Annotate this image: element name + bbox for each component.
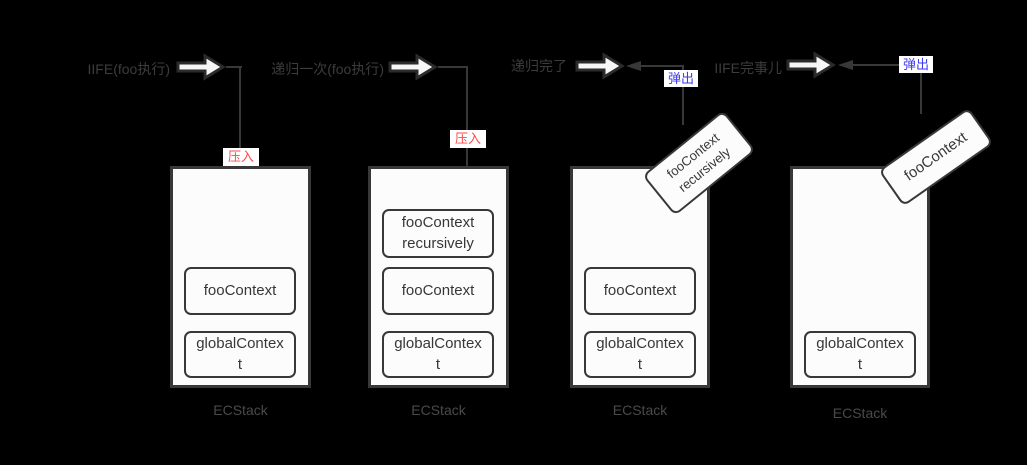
- stage4-flow-arrow-icon: [786, 51, 836, 79]
- stage4-pop-line-h: [852, 64, 922, 66]
- stage1-push-line-h: [226, 66, 242, 68]
- stage2-frame-globalcontext: globalContext: [382, 331, 494, 378]
- stage2-action-label: 递归一次(foo执行): [271, 61, 384, 77]
- stage3-action-label: 递归完了: [511, 58, 567, 74]
- frame-label: globalContext: [816, 334, 904, 373]
- stage3-frame-globalcontext: globalContext: [584, 331, 696, 378]
- frame-label: globalContext: [394, 334, 482, 373]
- stage4-pop-line-v: [920, 64, 922, 114]
- stage2-frame-foocontext: fooContext: [382, 267, 494, 315]
- frame-label: fooContext: [401, 281, 475, 299]
- stage2-frame-foocontext-recursively: fooContext recursively: [382, 209, 494, 258]
- stage4-pop-tag: 弹出: [899, 56, 933, 73]
- stage1-ecstack-label: ECStack: [213, 402, 268, 418]
- stage3-pop-line-h: [640, 65, 684, 67]
- frame-label: globalContext: [196, 334, 284, 373]
- stage2-push-line-h1: [438, 66, 468, 68]
- stage2-push-tag: 压入: [450, 130, 486, 148]
- stage1-push-tag: 压入: [223, 148, 259, 166]
- stage3-pop-line-v: [682, 65, 684, 125]
- stage3-flow-arrow-icon: [575, 52, 625, 80]
- stage4-ecstack-label: ECStack: [832, 405, 888, 421]
- frame-label: fooContext: [603, 281, 677, 299]
- stage1-flow-arrow-icon: [176, 53, 226, 81]
- stage3-frame-foocontext: fooContext: [584, 267, 696, 315]
- stage4-action-label: IIFE完事儿: [714, 60, 782, 76]
- stage1-action-label: IIFE(foo执行): [87, 61, 170, 77]
- stage4-left-arrowhead-icon: [838, 60, 853, 70]
- stage2-ecstack-label: ECStack: [411, 402, 466, 418]
- stage3-ecstack-label: ECStack: [612, 402, 668, 418]
- frame-label: fooContext recursively: [401, 213, 475, 252]
- stage4-frame-globalcontext: globalContext: [804, 331, 916, 378]
- popped-frame-label: fooContext: [901, 128, 971, 185]
- stage2-push-line-v1: [466, 66, 468, 182]
- frame-label: fooContext: [203, 281, 277, 299]
- stage2-flow-arrow-icon: [388, 53, 438, 81]
- stage3-left-arrowhead-icon: [626, 61, 641, 71]
- popped-frame-label: fooContext recursively: [664, 130, 734, 195]
- stage1-frame-globalcontext: globalContext: [184, 331, 296, 378]
- frame-label: globalContext: [596, 334, 684, 373]
- stage3-pop-tag: 弹出: [664, 70, 698, 87]
- stage4-popped-frame: fooContext: [878, 107, 994, 207]
- stage1-frame-foocontext: fooContext: [184, 267, 296, 315]
